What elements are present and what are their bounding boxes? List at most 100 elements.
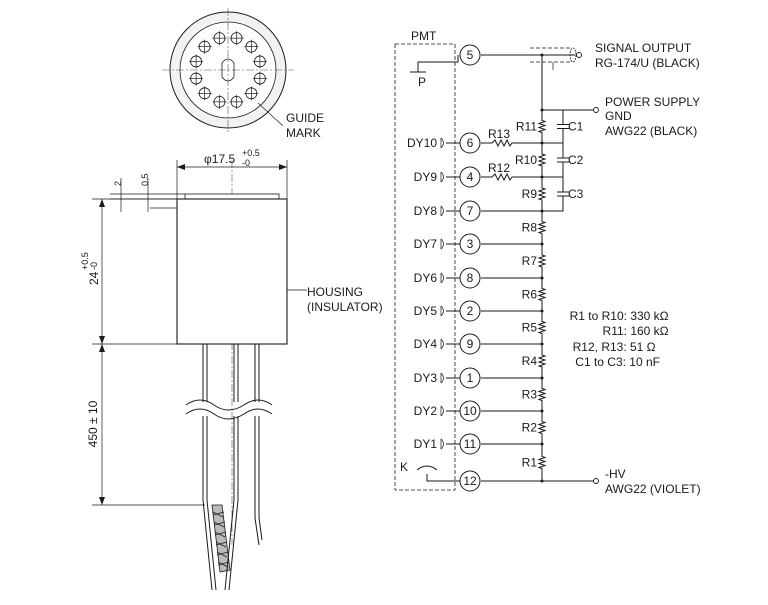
pin-circle	[459, 132, 481, 154]
dynode-label: DY1	[414, 437, 438, 451]
socket-top-view	[162, 8, 294, 132]
hv-line	[481, 478, 599, 484]
pin-number: 8	[467, 271, 474, 285]
pin-number: 1	[467, 371, 474, 385]
resistor-label: R11	[516, 120, 537, 134]
pin-circle	[459, 300, 481, 322]
dynode-label: DY2	[414, 404, 438, 418]
divider-resistor	[537, 311, 547, 344]
pin-number: 5	[467, 48, 474, 62]
power-supply-label: POWER SUPPLY GND AWG22 (BLACK)	[605, 95, 703, 138]
pin-circle	[459, 166, 481, 188]
resistor-label: R4	[522, 354, 538, 368]
pmt-outline	[394, 43, 456, 491]
divider-resistor	[537, 378, 547, 411]
lead-length-label: 450 ± 10	[86, 400, 100, 447]
pin-number: 4	[467, 170, 474, 184]
height-tol-upper: +0.5	[80, 252, 90, 270]
dynode-label: DY6	[414, 271, 438, 285]
pin-number: 9	[467, 337, 474, 351]
capacitor-label: C2	[568, 153, 584, 167]
anode-label: P	[418, 75, 426, 89]
series-resistor-label: R12	[488, 161, 510, 175]
height-label: 24	[87, 271, 101, 285]
series-resistor	[491, 138, 542, 148]
pin-number: 7	[467, 204, 474, 218]
dynode-symbol	[440, 305, 444, 317]
gap-05-label: 0.5	[140, 173, 150, 186]
pin-circles: 5 6 4 7 3 8 2 9 1 10 11 12	[459, 44, 481, 492]
diameter-label: φ17.5	[204, 152, 235, 166]
pmt-label: PMT	[411, 29, 437, 43]
dynode-symbol	[440, 171, 444, 183]
dynode-symbol	[440, 272, 444, 284]
component-values: R1 to R10: 330 kΩ R11: 160 kΩ R12, R13: …	[570, 309, 672, 369]
divider-resistor	[537, 278, 547, 311]
pin-circle	[459, 400, 481, 422]
divider-resistor	[537, 244, 547, 278]
signal-output-line	[481, 47, 582, 70]
resistor-label: R6	[522, 288, 538, 302]
capacitor-label: C1	[568, 120, 584, 134]
pin-circle	[459, 333, 481, 355]
pin-circle	[459, 367, 481, 389]
pmt-side-view	[176, 160, 307, 591]
housing-label: HOUSING (INSULATOR)	[307, 285, 383, 314]
dynode-symbol	[440, 205, 444, 217]
dynode-symbol	[440, 238, 444, 250]
pin-number: 6	[467, 136, 474, 150]
pin-circle	[459, 44, 481, 66]
dynode-label: DY8	[414, 204, 438, 218]
divider-resistor	[537, 143, 547, 177]
pin-number: 10	[463, 404, 477, 418]
divider-resistor	[537, 177, 547, 211]
pin-circle	[459, 470, 481, 492]
pin-circle	[459, 233, 481, 255]
anode	[410, 55, 459, 73]
pin-number: 12	[463, 474, 477, 488]
dynode-label: DY10	[407, 136, 437, 150]
resistor-label: R3	[522, 388, 538, 402]
divider-resistor	[537, 110, 547, 143]
divider-resistor	[537, 344, 547, 378]
signal-output-label: SIGNAL OUTPUT RG-174/U (BLACK)	[595, 41, 700, 70]
resistor-label: R9	[522, 187, 538, 201]
pin-holes	[189, 31, 267, 109]
dynode-label: DY4	[414, 337, 438, 351]
dynode-label: DY9	[414, 170, 438, 184]
cathode-label: K	[400, 460, 408, 474]
height-dimension	[92, 198, 177, 345]
cathode	[416, 465, 460, 482]
housing-body	[176, 198, 288, 345]
diameter-tol-upper: +0.5	[242, 148, 260, 158]
divider-resistor	[537, 211, 547, 244]
pin-number: 11	[464, 437, 477, 451]
resistor-label: R10	[515, 153, 537, 167]
guide-mark-label: GUIDE MARK	[286, 111, 327, 140]
pin-circle	[459, 200, 481, 222]
height-tol-lower: -0	[89, 262, 99, 270]
pin-number: 2	[467, 304, 474, 318]
capacitor-label: C3	[568, 187, 584, 201]
pin-number: 3	[467, 237, 474, 251]
guide-mark-key	[221, 58, 235, 82]
dynode-label: DY5	[414, 304, 438, 318]
pin-circle	[459, 267, 481, 289]
divider-resistor	[537, 411, 547, 444]
dynode-symbol	[440, 405, 444, 417]
hv-label: -HV AWG22 (VIOLET)	[605, 467, 701, 496]
dynode-symbol	[440, 372, 444, 384]
divider-resistor	[537, 444, 547, 481]
series-resistor	[491, 172, 542, 182]
dynode-symbol	[440, 137, 444, 149]
diameter-dimension	[176, 160, 288, 199]
dynode-symbol	[440, 438, 444, 450]
diameter-tol-lower: -0	[242, 158, 250, 168]
gap-2-label: 2	[113, 181, 123, 186]
resistor-label: R5	[522, 321, 538, 335]
pin-circle	[459, 433, 481, 455]
dynode-symbol	[440, 338, 444, 350]
